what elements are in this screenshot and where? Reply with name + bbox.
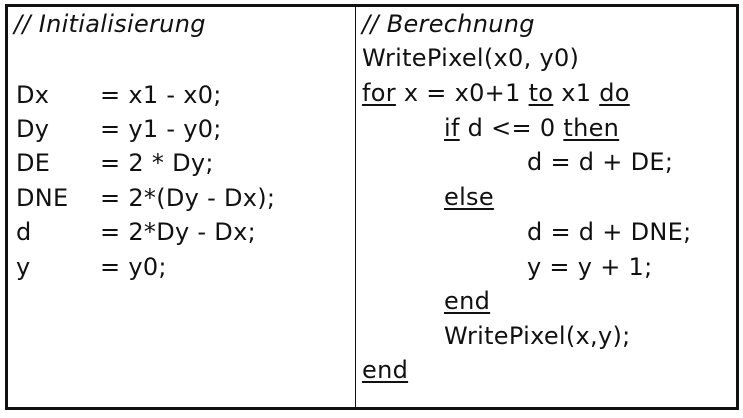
write-pixel-start: WritePixel(x0, y0) [362,44,580,72]
calc-comment: // Berechnung [362,10,535,38]
code-table: // Initialisierung Dx = x1 - x0; Dy = y1 -… [5,4,739,410]
init-comment: // Initialisierung [14,10,206,38]
keyword-end-inner: end [444,287,491,315]
else-statement-1: d = d + DNE; [527,218,692,246]
var-name: DNE [16,184,69,212]
var-expr: = y0; [100,253,167,281]
else-statement-2: y = y + 1; [527,253,653,281]
var-expr: = y1 - y0; [100,115,222,143]
var-expr: = 2 * Dy; [100,149,214,177]
then-statement: d = d + DE; [527,148,674,176]
keyword-if: if [444,114,460,142]
initialization-column: // Initialisierung Dx = x1 - x0; Dy = y1 -… [8,7,356,407]
for-range-start: x = x0+1 [395,79,529,107]
keyword-then: then [563,114,620,142]
for-loop-header: for x = x0+1 to x1 do [362,78,630,108]
keyword-else: else [444,183,494,211]
if-header: if d <= 0 then [444,113,619,143]
var-expr: = 2*(Dy - Dx); [100,184,276,212]
write-pixel-loop: WritePixel(x,y); [444,322,631,350]
assignment-dy: Dy = y1 - y0; [16,114,222,144]
assignment-y: y = y0; [16,252,167,282]
var-name: d [16,218,32,246]
keyword-for: for [362,79,396,107]
assignment-dx: Dx = x1 - x0; [16,80,222,110]
assignment-de: DE = 2 * Dy; [16,148,214,178]
keyword-to: to [528,79,554,107]
var-expr: = x1 - x0; [100,81,222,109]
if-condition: d <= 0 [459,114,564,142]
var-name: DE [16,149,51,177]
for-range-end: x1 [553,79,600,107]
computation-column: // Berechnung WritePixel(x0, y0) for x =… [356,7,736,407]
keyword-do: do [599,79,630,107]
var-name: y [16,253,31,281]
keyword-end-outer: end [362,356,409,384]
assignment-dne: DNE = 2*(Dy - Dx); [16,183,275,213]
var-name: Dy [16,115,50,143]
var-name: Dx [16,81,50,109]
assignment-d: d = 2*Dy - Dx; [16,217,256,247]
var-expr: = 2*Dy - Dx; [100,218,256,246]
